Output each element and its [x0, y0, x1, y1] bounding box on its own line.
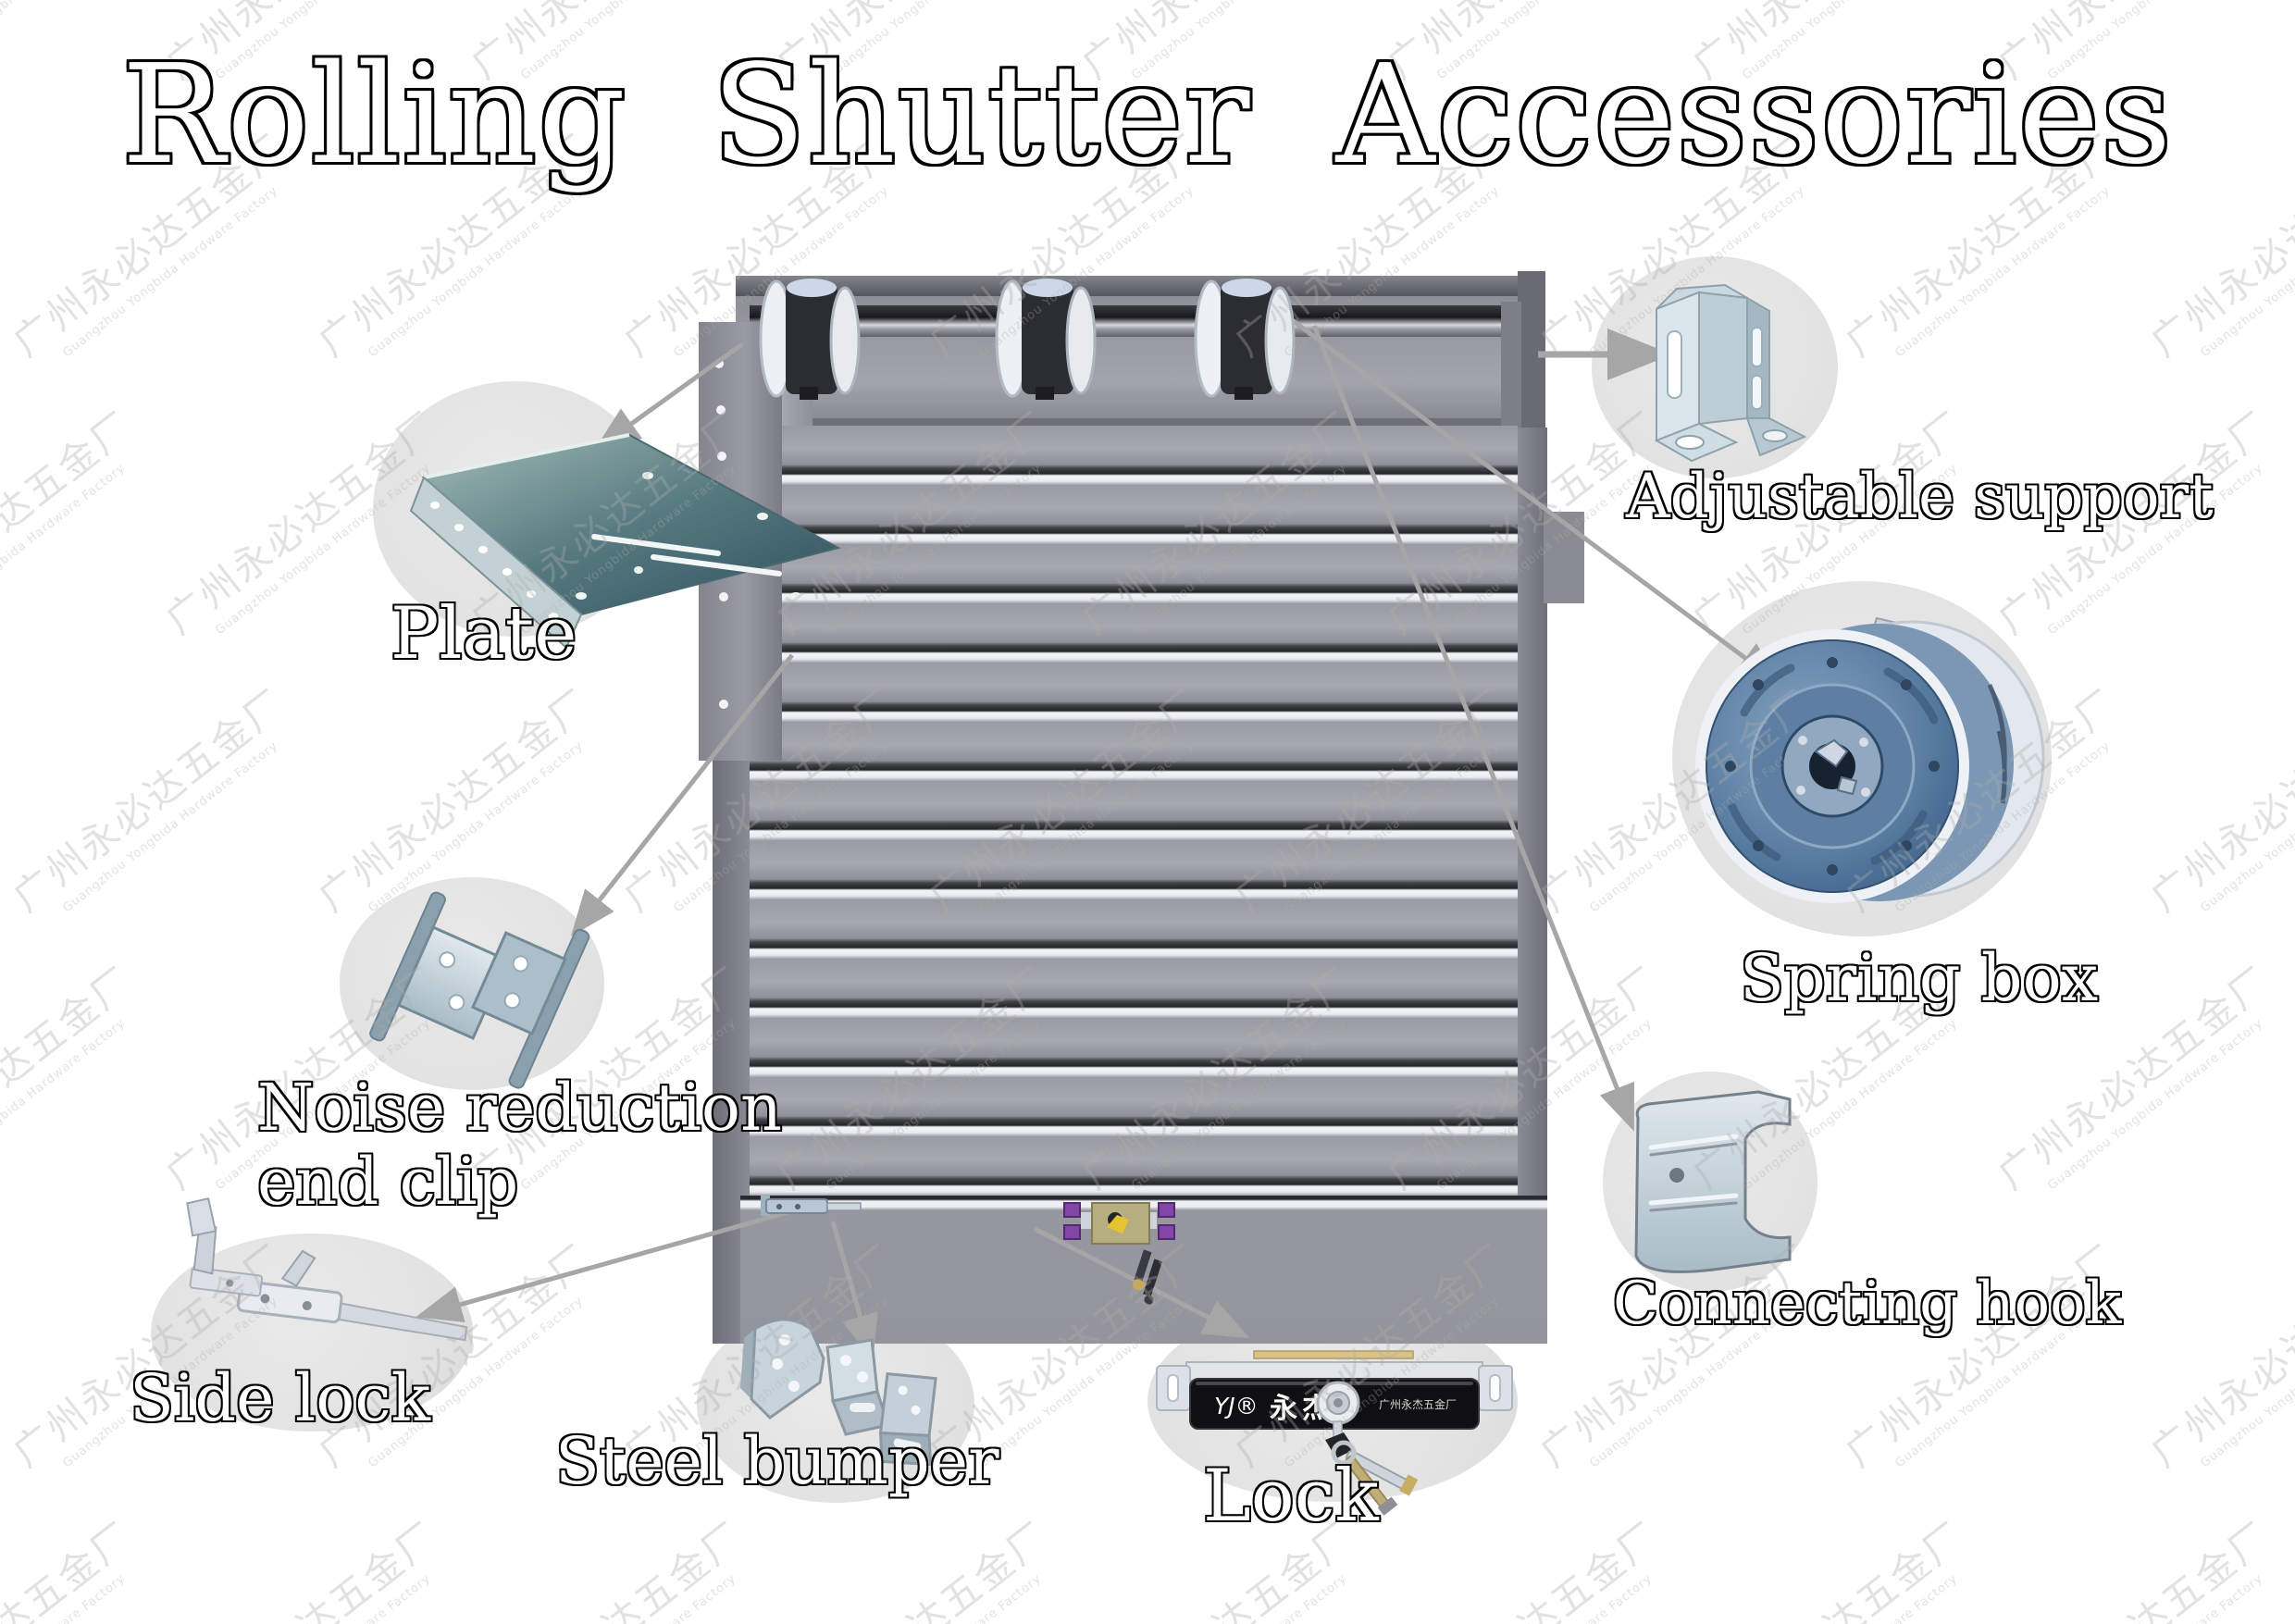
lock-product-image: YJ® 永杰 广州永杰五金厂	[1156, 1350, 1513, 1516]
axle-roller-2	[995, 279, 1097, 400]
side-lock-on-door	[761, 1196, 862, 1216]
arrow-to-spring-box	[1289, 316, 1783, 686]
shutter-right-rail-block	[1544, 512, 1584, 603]
lock-label: Lock	[1203, 1455, 1379, 1538]
plate-label: Plate	[391, 592, 577, 676]
shutter-header-top-edge	[736, 276, 1544, 296]
noise-clip-label-line2: end clip	[257, 1144, 519, 1220]
axle-roller-3	[1194, 279, 1296, 400]
arrow-to-side-lock	[416, 1206, 802, 1323]
lock-fine-print: 广州永杰五金厂	[1379, 1397, 1457, 1411]
shutter-right-rail	[1518, 428, 1547, 1344]
shutter-right-endcap	[1518, 271, 1545, 430]
spring-box-label: Spring box	[1740, 940, 2099, 1016]
shutter-header-shadow	[736, 418, 1544, 426]
callout-arrows	[416, 316, 1783, 1361]
page-title: Rolling Shutter Accessories	[121, 35, 2174, 194]
side-lock-label: Side lock	[130, 1360, 430, 1436]
axle-roller-1	[759, 279, 861, 400]
shutter-axle	[750, 305, 1515, 337]
noise-clip-product-image	[369, 891, 590, 1089]
arrow-to-noise-clip	[570, 653, 794, 936]
steel-bumper-product-image	[740, 1318, 937, 1467]
adjustable-support-label: Adjustable support	[1626, 461, 2214, 532]
lock-on-door	[1063, 1202, 1175, 1305]
arrow-to-steel-bumper	[830, 1221, 878, 1361]
lock-brand-logo: YJ®	[1214, 1393, 1259, 1419]
side-lock-product-image	[186, 1196, 468, 1342]
arrow-to-plate	[593, 341, 744, 451]
arrow-to-connecting-hook	[1311, 325, 1635, 1132]
noise-clip-label-line1: Noise reduction	[257, 1070, 783, 1146]
connecting-hook-label: Connecting hook	[1613, 1270, 2122, 1338]
connecting-hook-product-image	[1634, 1090, 1792, 1273]
shutter-curtain-slats	[750, 426, 1518, 1196]
steel-bumper-label: Steel bumper	[555, 1423, 999, 1499]
adjustable-support-product-image	[1654, 283, 1807, 463]
plate-product-image	[409, 433, 841, 650]
spring-box-product-image	[1695, 616, 2045, 903]
shutter-right-endcap-step	[1501, 302, 1521, 429]
